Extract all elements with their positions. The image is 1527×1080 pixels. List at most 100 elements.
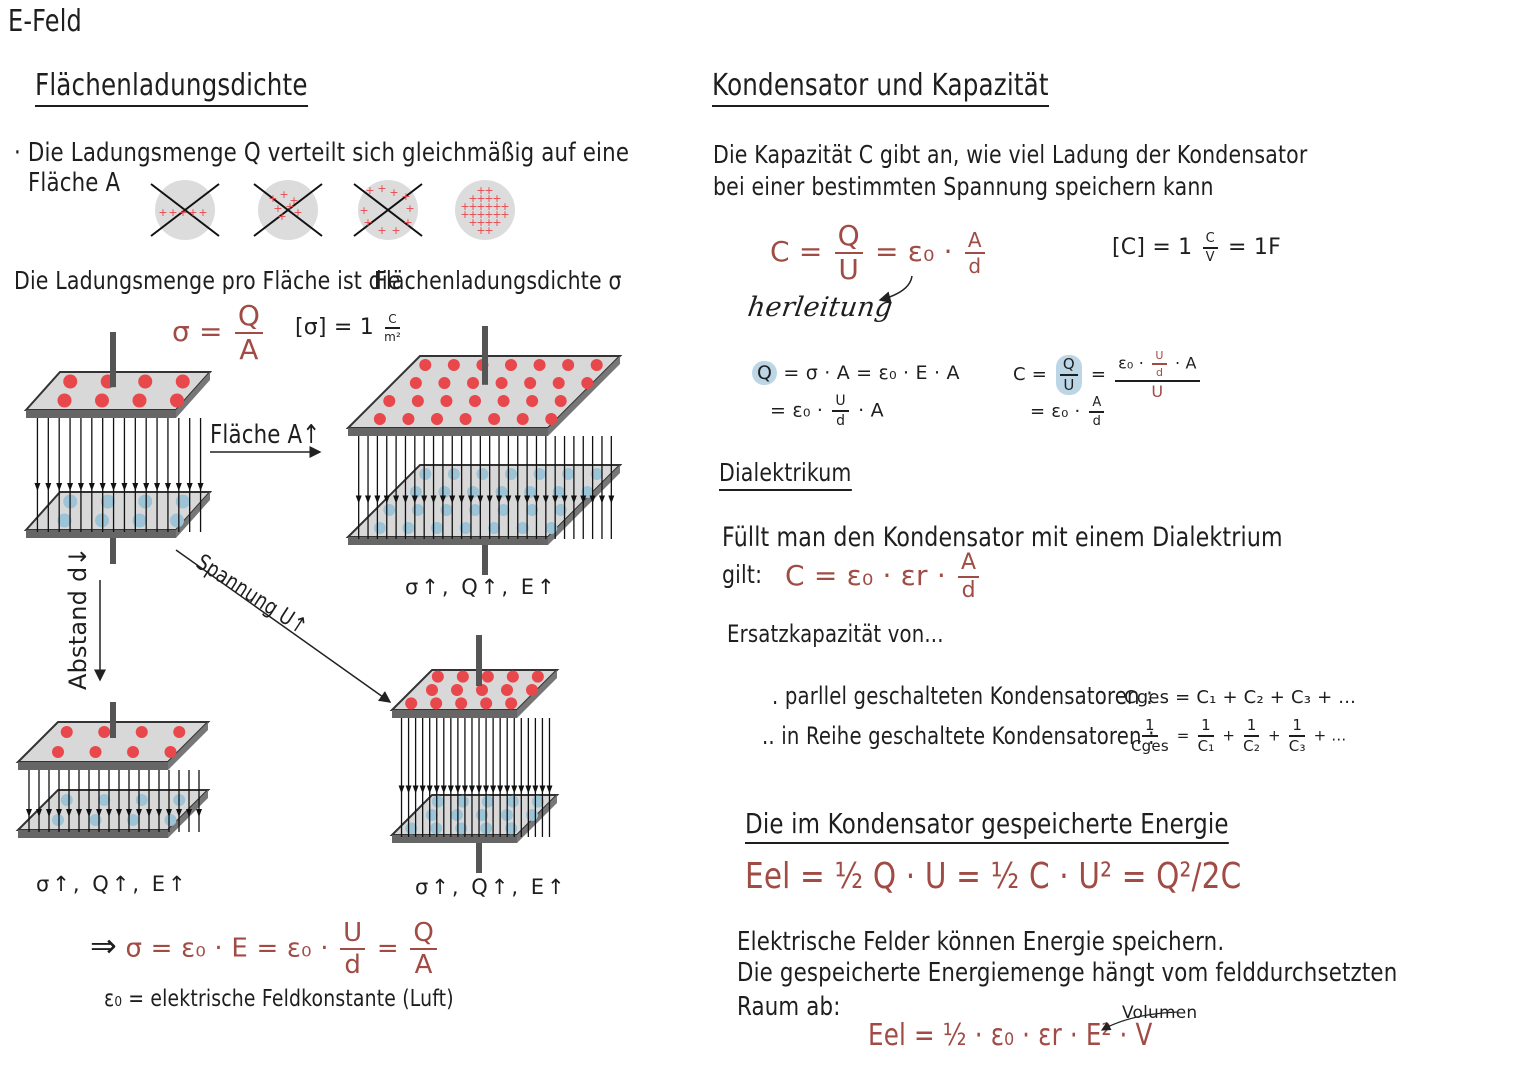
field-arrowhead [393, 495, 400, 504]
plus-charge [516, 413, 529, 425]
field-arrowhead [525, 785, 532, 794]
plus-charge [524, 377, 537, 389]
plus-charge: + [484, 216, 493, 229]
field-arrowhead [546, 785, 553, 794]
field-arrowhead [421, 495, 428, 504]
arrow-volume [1100, 1011, 1179, 1031]
plus-charge [411, 395, 424, 407]
minus-charge [138, 494, 153, 509]
field-arrowhead [126, 809, 132, 817]
minus-charge [505, 468, 517, 480]
field-arrowhead [36, 809, 42, 817]
minus-charge [590, 468, 603, 480]
plus-charge [63, 374, 78, 389]
connection-wire [476, 635, 482, 686]
field-arrowhead [67, 483, 74, 491]
field-arrowhead [490, 785, 497, 794]
connection-wire [482, 545, 488, 575]
plus-charge [402, 413, 415, 425]
plus-charge: + [468, 216, 477, 229]
field-arrowhead [458, 495, 465, 504]
field-arrowhead [86, 809, 92, 817]
plus-charge [89, 746, 102, 758]
plus-charge: + [178, 206, 187, 219]
plus-charge: + [198, 206, 207, 219]
minus-charge [95, 513, 109, 528]
plus-charge [419, 359, 432, 371]
energy-text-line2: Die gespeicherte Energiemenge hängt vom … [737, 958, 1398, 988]
minus-charge [373, 522, 386, 534]
minus-charge [135, 794, 148, 806]
field-arrowhead [608, 495, 615, 504]
plus-charge: + [484, 224, 493, 237]
field-arrowhead [561, 495, 568, 504]
field-arrowhead [56, 483, 63, 491]
plus-charge: + [391, 224, 400, 237]
field-arrowhead [164, 483, 171, 491]
plus-charge [426, 684, 438, 696]
field-arrowhead [411, 495, 418, 504]
minus-charge [409, 486, 422, 498]
plus-charge [52, 746, 64, 758]
bottom-plate-edge [392, 835, 517, 843]
cross-line [353, 183, 423, 237]
plus-charge [501, 684, 513, 696]
field-arrowhead [56, 809, 62, 817]
field-arrowhead [121, 483, 128, 491]
connection-wire [110, 538, 116, 564]
minus-charge [526, 504, 539, 516]
plus-charge [481, 670, 494, 683]
plus-charge [164, 746, 177, 758]
plus-charge [526, 684, 538, 696]
plus-charge: + [168, 206, 177, 219]
plus-charge [447, 359, 460, 371]
minus-charge [98, 794, 111, 806]
minus-charge [132, 513, 147, 528]
plus-charge [127, 746, 139, 758]
plus-charge: + [468, 208, 477, 221]
energy-text-line1: Elektrische Felder können Energie speich… [737, 927, 1225, 957]
plus-charge [373, 413, 386, 425]
plus-charge [409, 377, 422, 389]
minus-charge [533, 468, 546, 480]
constant-note: ε₀ = elektrische Feldkonstante (Luft) [104, 986, 454, 1012]
plus-charge: + [476, 216, 485, 229]
plus-charge: + [484, 208, 493, 221]
field-arrowhead [518, 785, 525, 794]
minus-charge [438, 486, 451, 498]
plus-charge [456, 670, 469, 683]
plus-charge [476, 684, 488, 696]
page-title: E-Feld [8, 4, 82, 39]
plus-charge: + [484, 184, 493, 197]
result-bottom-left: σ↑, Q↑, E↑ [36, 872, 189, 896]
substitute-capacity-label: Ersatzkapazität von... [727, 620, 944, 648]
plus-charge: + [460, 200, 469, 213]
plus-charge [383, 395, 396, 407]
charge-disc [455, 180, 515, 240]
plus-charge: + [188, 206, 197, 219]
minus-charge [100, 494, 115, 509]
field-arrowhead [77, 483, 84, 491]
field-arrowhead [412, 785, 419, 794]
minus-charge [467, 486, 479, 498]
energy-text-line3: Raum ab: [737, 992, 841, 1022]
arrow-voltage [175, 549, 392, 703]
series-label: .. in Reihe geschaltete Kondensatoren : [762, 722, 1155, 750]
field-arrowhead [461, 785, 468, 794]
field-arrowhead [542, 495, 549, 504]
bottom-plate-edge [26, 530, 176, 538]
plus-charge: + [273, 202, 282, 215]
dielectric-line2-prefix: gilt: [722, 560, 763, 589]
field-arrowhead [110, 483, 117, 491]
top-plate-edge [26, 410, 176, 418]
field-arrowhead [483, 785, 490, 794]
dielectric-heading: Dialektrikum [719, 458, 852, 491]
plus-charge [431, 413, 443, 425]
field-arrowhead [514, 495, 521, 504]
plus-charge [590, 359, 603, 371]
